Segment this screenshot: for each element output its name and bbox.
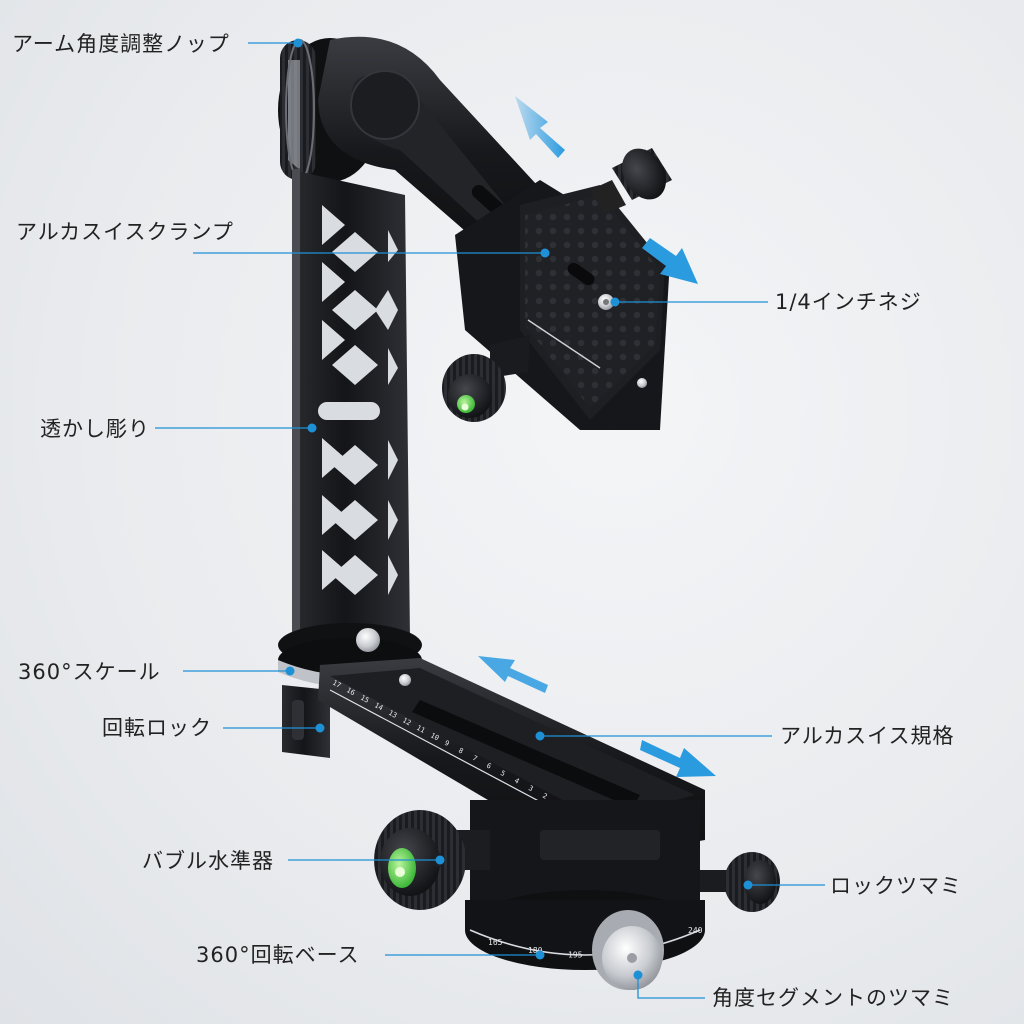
rail-scale-number: 17 (331, 679, 342, 690)
direction-arrows (478, 96, 716, 777)
rail-scale-number: 2 (541, 792, 548, 801)
rail-scale-number: 12 (401, 716, 412, 727)
lock-knob (700, 852, 780, 912)
vertical-column (292, 168, 410, 640)
rotation-lock (282, 685, 330, 758)
leader-lines (155, 38, 825, 999)
label-bubble-level: バブル水準器 (142, 849, 274, 873)
rail-scale-number: 4 (513, 777, 520, 786)
clamp-scale (527, 319, 601, 369)
label-arca-standard: アルカスイス規格 (780, 724, 955, 748)
rail-scale-number: 5 (499, 769, 506, 778)
rail-scale-number: 8 (457, 746, 464, 755)
label-arm-angle-knob: アーム角度調整ノップ (12, 32, 230, 56)
rail-scale-number: 10 (429, 731, 440, 742)
label-cutout: 透かし彫り (40, 417, 150, 441)
base-scale-number: 240 (688, 926, 703, 935)
rail-scale-number: 15 (359, 694, 370, 705)
rail-scale-number: 13 (387, 709, 398, 720)
scale-ring (278, 623, 422, 687)
angle-segment-knob (592, 910, 664, 990)
rail-scale-number: 14 (373, 701, 384, 712)
arrow-clamp-down (642, 238, 698, 284)
base-scale-number: 195 (568, 950, 583, 959)
base-scale-number: 180 (528, 946, 543, 955)
label-lock-knob: ロックツマミ (830, 874, 962, 898)
clamp-knob-upper (590, 148, 672, 214)
clamp-knob-lower (442, 335, 530, 422)
label-angle-segment-knob: 角度セグメントのツマミ (712, 986, 954, 1010)
label-360-rotation-base: 360°回転ベース (196, 943, 360, 967)
arrow-clamp-up (515, 96, 565, 158)
rail-scale-number: 11 (415, 724, 426, 735)
label-360-scale: 360°スケール (18, 660, 161, 684)
label-arca-clamp: アルカスイスクランプ (16, 220, 234, 244)
base-scale-number: 165 (488, 938, 503, 947)
rail-scale-number: 3 (527, 784, 534, 793)
label-rotation-lock: 回転ロック (102, 716, 212, 740)
arca-swiss-clamp (455, 180, 670, 430)
label-quarter-inch-screw: 1/4インチネジ (775, 290, 922, 314)
rail-scale-number: 16 (345, 686, 356, 697)
rail-scale-number: 7 (471, 754, 478, 763)
quarter-inch-screw (598, 294, 614, 310)
arrow-rail-right (640, 740, 716, 777)
rail-scale-number: 9 (443, 739, 450, 748)
rail-scale-number: 6 (485, 762, 492, 771)
rotation-base: 165180195210225240 (465, 800, 705, 970)
arrow-rail-left (478, 656, 548, 693)
